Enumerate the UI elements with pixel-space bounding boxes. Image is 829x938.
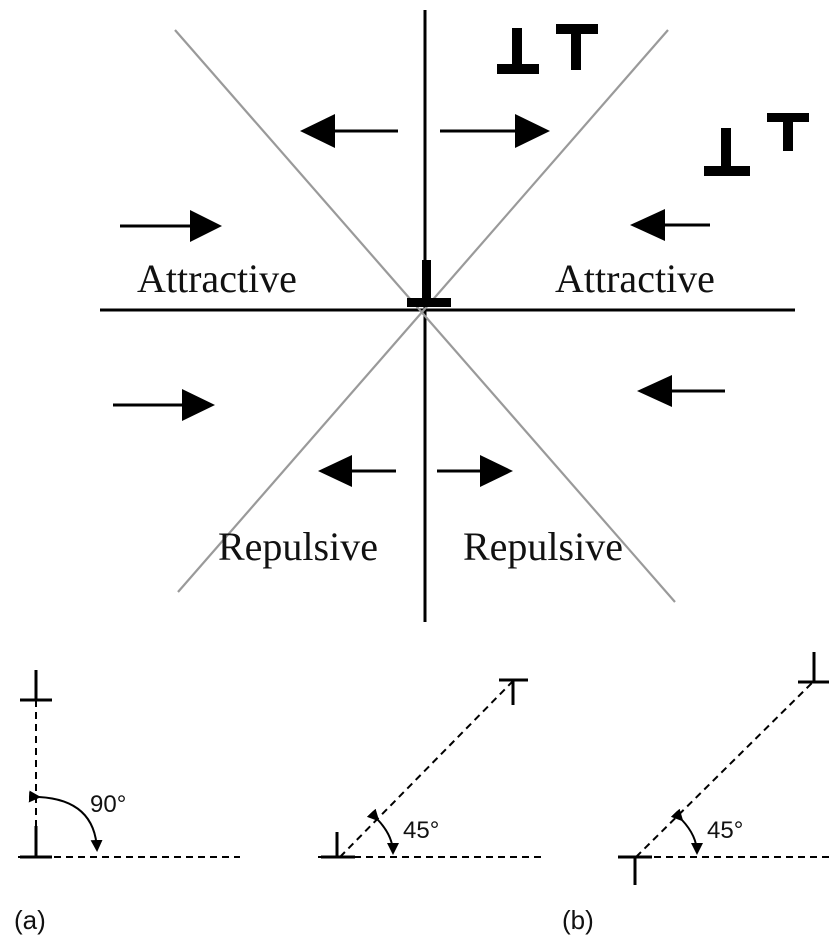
arrow-icon — [437, 455, 513, 487]
arrow-icon — [637, 375, 725, 407]
configuration-a: 90° (a) — [14, 670, 240, 935]
angle-label: 90° — [90, 791, 126, 818]
diagonal-line-2 — [177, 29, 669, 593]
diagonal-line-1 — [174, 29, 676, 603]
arrow-icon — [630, 209, 710, 241]
arrow-icon — [120, 210, 222, 242]
dislocation-symbol-icon — [497, 28, 539, 74]
angle-arc — [670, 808, 703, 855]
panel-label-a: (a) — [14, 905, 46, 935]
angle-label: 45° — [707, 817, 743, 844]
panel-label-b: (b) — [562, 905, 594, 935]
dislocation-symbol-icon — [321, 832, 355, 859]
dislocation-symbol-icon — [499, 678, 528, 705]
configuration-b-left: 45° — [318, 678, 542, 859]
angle-arc — [366, 808, 399, 855]
dislocation-symbol-icon — [20, 670, 52, 702]
dislocation-symbol-icon — [556, 24, 598, 70]
top-force-diagram: Attractive Attractive Repulsive Repulsiv… — [100, 10, 809, 622]
dislocation-symbol-icon — [767, 113, 809, 151]
arrow-icon — [300, 114, 398, 148]
configuration-b-right: 45° — [618, 652, 829, 885]
dislocation-symbol-icon — [618, 855, 652, 885]
angle-arc — [28, 790, 103, 852]
dislocation-symbol-icon — [798, 652, 829, 684]
arrow-icon — [318, 455, 396, 487]
dashed-diagonal — [635, 679, 816, 858]
attractive-label-right: Attractive — [555, 256, 715, 301]
dislocation-symbol-icon — [704, 128, 750, 176]
repulsive-label-left: Repulsive — [218, 524, 378, 569]
angle-label: 45° — [403, 817, 439, 844]
attractive-label-left: Attractive — [137, 256, 297, 301]
repulsive-label-right: Repulsive — [463, 524, 623, 569]
arrow-icon — [440, 114, 550, 148]
arrow-icon — [113, 389, 215, 421]
dislocation-symbol-icon — [407, 260, 451, 307]
bottom-configurations: 90° (a) 45° — [14, 652, 829, 935]
dislocation-symbol-icon — [20, 826, 52, 859]
